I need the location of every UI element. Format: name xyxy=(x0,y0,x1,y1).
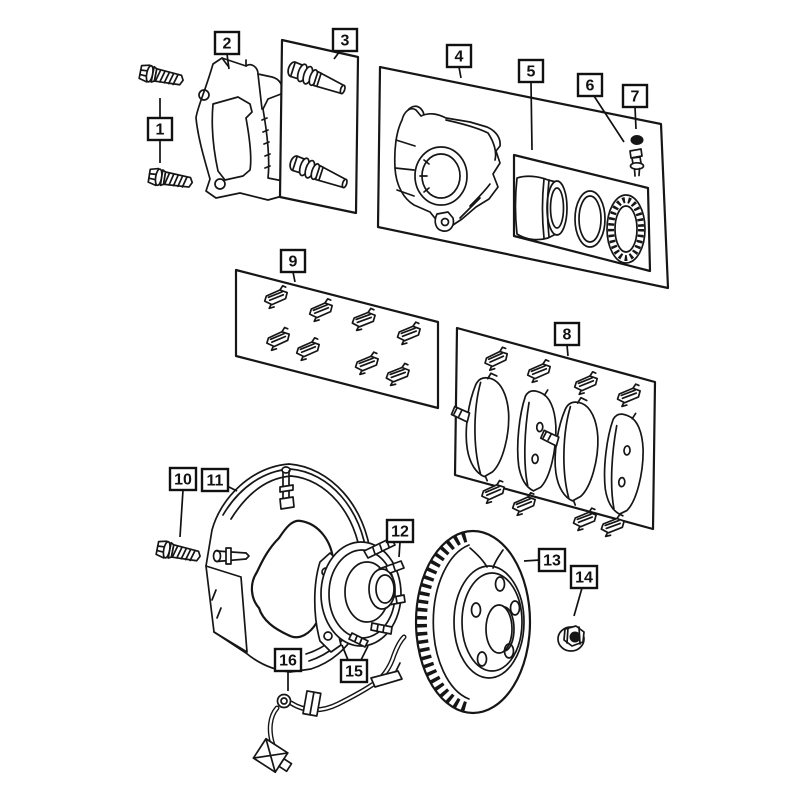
callout-box xyxy=(146,116,174,142)
callout-number: 3 xyxy=(341,33,350,50)
brake-caliper-drawing xyxy=(393,105,501,232)
callout-box xyxy=(168,466,198,492)
callout-number: 13 xyxy=(543,553,561,570)
piston-kit-panel xyxy=(512,153,652,273)
leader-line-2 xyxy=(226,53,230,70)
callout-number: 6 xyxy=(586,78,595,95)
callout-box xyxy=(445,43,473,69)
leader-line-9 xyxy=(292,271,296,283)
dust-boot-drawing xyxy=(606,194,646,264)
callout-2[interactable]: 2 xyxy=(213,30,241,56)
callout-15[interactable]: 15 xyxy=(339,658,369,684)
wheel-stud-icon xyxy=(348,632,369,648)
bleeder-cap-drawing xyxy=(630,135,644,145)
callout-8[interactable]: 8 xyxy=(553,321,581,347)
callout-number: 7 xyxy=(631,89,640,106)
leader-line-14 xyxy=(573,587,583,617)
callout-9[interactable]: 9 xyxy=(279,248,307,274)
callout-14[interactable]: 14 xyxy=(569,564,599,590)
callout-box xyxy=(385,518,415,544)
callout-11[interactable]: 11 xyxy=(200,467,230,493)
callout-number: 11 xyxy=(207,473,224,490)
leader-line-13 xyxy=(523,559,541,562)
brake-pad-kit-panel xyxy=(448,326,657,538)
abs-sensor-harness-drawing xyxy=(252,634,407,774)
callout-number: 1 xyxy=(156,122,165,139)
leader-line-7 xyxy=(634,106,637,130)
callout-box xyxy=(576,72,604,98)
piston-drawing xyxy=(514,175,568,241)
bleeder-screw-drawing xyxy=(629,148,645,177)
callout-13[interactable]: 13 xyxy=(537,547,567,573)
leader-line-15b xyxy=(360,645,369,661)
piston-seal-drawing xyxy=(574,190,606,248)
callout-number: 4 xyxy=(455,49,464,66)
bolt-icon xyxy=(137,62,186,90)
caliper-kit-panel xyxy=(376,65,670,290)
brake-rotor-drawing xyxy=(414,529,532,715)
callout-10[interactable]: 10 xyxy=(168,466,198,492)
callout-number: 5 xyxy=(527,64,536,81)
bolt-icon xyxy=(147,166,195,192)
callout-6[interactable]: 6 xyxy=(576,72,604,98)
callout-number: 2 xyxy=(223,36,232,53)
callout-box xyxy=(537,547,567,573)
callout-number: 12 xyxy=(391,524,409,541)
leader-line-5 xyxy=(530,81,533,151)
callout-5[interactable]: 5 xyxy=(517,58,545,84)
clip-kit-panel xyxy=(234,268,440,410)
callout-number: 8 xyxy=(563,327,572,344)
callout-box xyxy=(517,58,545,84)
callout-number: 14 xyxy=(575,570,593,587)
callout-box xyxy=(621,83,649,109)
callout-16[interactable]: 16 xyxy=(273,647,303,673)
callout-7[interactable]: 7 xyxy=(621,83,649,109)
callout-box xyxy=(213,30,241,56)
shield-pin-icon xyxy=(279,466,295,510)
callout-12[interactable]: 12 xyxy=(385,518,415,544)
hub-bearing-drawing xyxy=(313,537,406,653)
leader-line-15a xyxy=(341,644,349,661)
leader-line-12 xyxy=(398,541,401,558)
caliper-bracket-drawing xyxy=(195,57,287,201)
callout-number: 15 xyxy=(345,664,363,681)
guide-pin-kit-panel xyxy=(278,38,360,215)
callout-box xyxy=(200,467,230,493)
callout-box xyxy=(339,658,369,684)
harness-grommet-icon xyxy=(302,690,322,717)
callout-1[interactable]: 1 xyxy=(146,116,174,142)
leader-line-4 xyxy=(458,66,462,79)
callout-box xyxy=(279,248,307,274)
leader-line-10 xyxy=(179,489,184,538)
shield-pin-icon xyxy=(212,547,250,565)
leader-line-3 xyxy=(333,50,341,60)
leader-line-6 xyxy=(593,95,625,143)
abs-connector-icon xyxy=(252,737,293,774)
leader-line-8 xyxy=(566,344,569,357)
callout-box xyxy=(331,27,359,53)
callout-box xyxy=(273,647,303,673)
callout-number: 16 xyxy=(279,653,297,670)
callout-number: 9 xyxy=(289,254,298,271)
callout-box xyxy=(553,321,581,347)
shield-bolt-drawing xyxy=(154,538,203,566)
callout-4[interactable]: 4 xyxy=(445,43,473,69)
wheel-stud-icon xyxy=(370,622,393,635)
callout-box xyxy=(569,564,599,590)
hub-nut-drawing xyxy=(557,625,585,652)
callout-3[interactable]: 3 xyxy=(331,27,359,53)
callout-number: 10 xyxy=(174,472,192,489)
